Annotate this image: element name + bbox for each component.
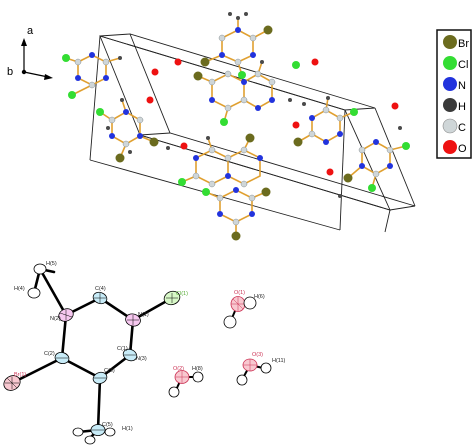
svg-text:O: O: [458, 143, 467, 155]
legend-swatch-c-icon: [442, 118, 458, 134]
water-o2: O(2) H(8): [168, 366, 204, 398]
svg-text:Br(1): Br(1): [14, 372, 26, 378]
svg-text:H(11): H(11): [272, 358, 286, 364]
svg-text:Cl(1): Cl(1): [176, 291, 188, 297]
svg-text:Cl: Cl: [458, 59, 468, 71]
legend-item-c: C: [442, 118, 466, 134]
svg-text:N(2): N(2): [50, 316, 61, 322]
legend-swatch-br-icon: [443, 35, 457, 49]
legend-item-n: N: [443, 77, 466, 92]
water-o1: O(1) H(6): [223, 290, 265, 329]
svg-text:O(3): O(3): [252, 352, 263, 358]
atom-h4: [27, 287, 41, 299]
legend-swatch-n-icon: [443, 77, 457, 91]
svg-text:C(1): C(1): [117, 346, 128, 352]
svg-text:H(1): H(1): [122, 426, 133, 432]
legend-item-br: Br: [443, 35, 469, 50]
legend-swatch-cl-icon: [443, 56, 457, 70]
svg-text:O(1): O(1): [234, 290, 245, 296]
svg-text:H(5): H(5): [46, 261, 57, 267]
svg-text:H(8): H(8): [192, 366, 203, 372]
atom-h5: [33, 263, 47, 275]
svg-text:N: N: [458, 80, 466, 92]
water-o3: O(3) H(11): [236, 352, 286, 386]
svg-text:C(5): C(5): [102, 422, 113, 428]
ortep-diagram: H(5) H(4) N(2) C(4) N(1) Cl(1) N(3) C(1)…: [3, 261, 286, 445]
legend-item-o: O: [443, 140, 467, 155]
svg-text:H: H: [458, 101, 466, 113]
legend-swatch-o-icon: [443, 140, 457, 154]
svg-text:Br: Br: [458, 38, 469, 50]
axis-indicator: a b: [7, 25, 53, 80]
legend-item-cl: Cl: [443, 56, 468, 71]
svg-text:C(4): C(4): [95, 286, 106, 292]
svg-text:H(4): H(4): [14, 286, 25, 292]
svg-text:N(1): N(1): [138, 312, 149, 318]
svg-text:H(6): H(6): [254, 294, 265, 300]
atom-legend: Br Cl N H C O: [436, 29, 472, 159]
svg-text:N(3): N(3): [136, 356, 147, 362]
svg-text:C(2): C(2): [44, 351, 55, 357]
svg-text:O(2): O(2): [173, 366, 184, 372]
axis-a-label: a: [27, 25, 34, 37]
legend-item-h: H: [443, 98, 466, 113]
legend-swatch-h-icon: [443, 98, 457, 112]
svg-text:C: C: [458, 122, 466, 134]
axis-b-label: b: [7, 66, 13, 78]
svg-text:C(3): C(3): [104, 368, 115, 374]
packing-molecules: [62, 12, 410, 241]
